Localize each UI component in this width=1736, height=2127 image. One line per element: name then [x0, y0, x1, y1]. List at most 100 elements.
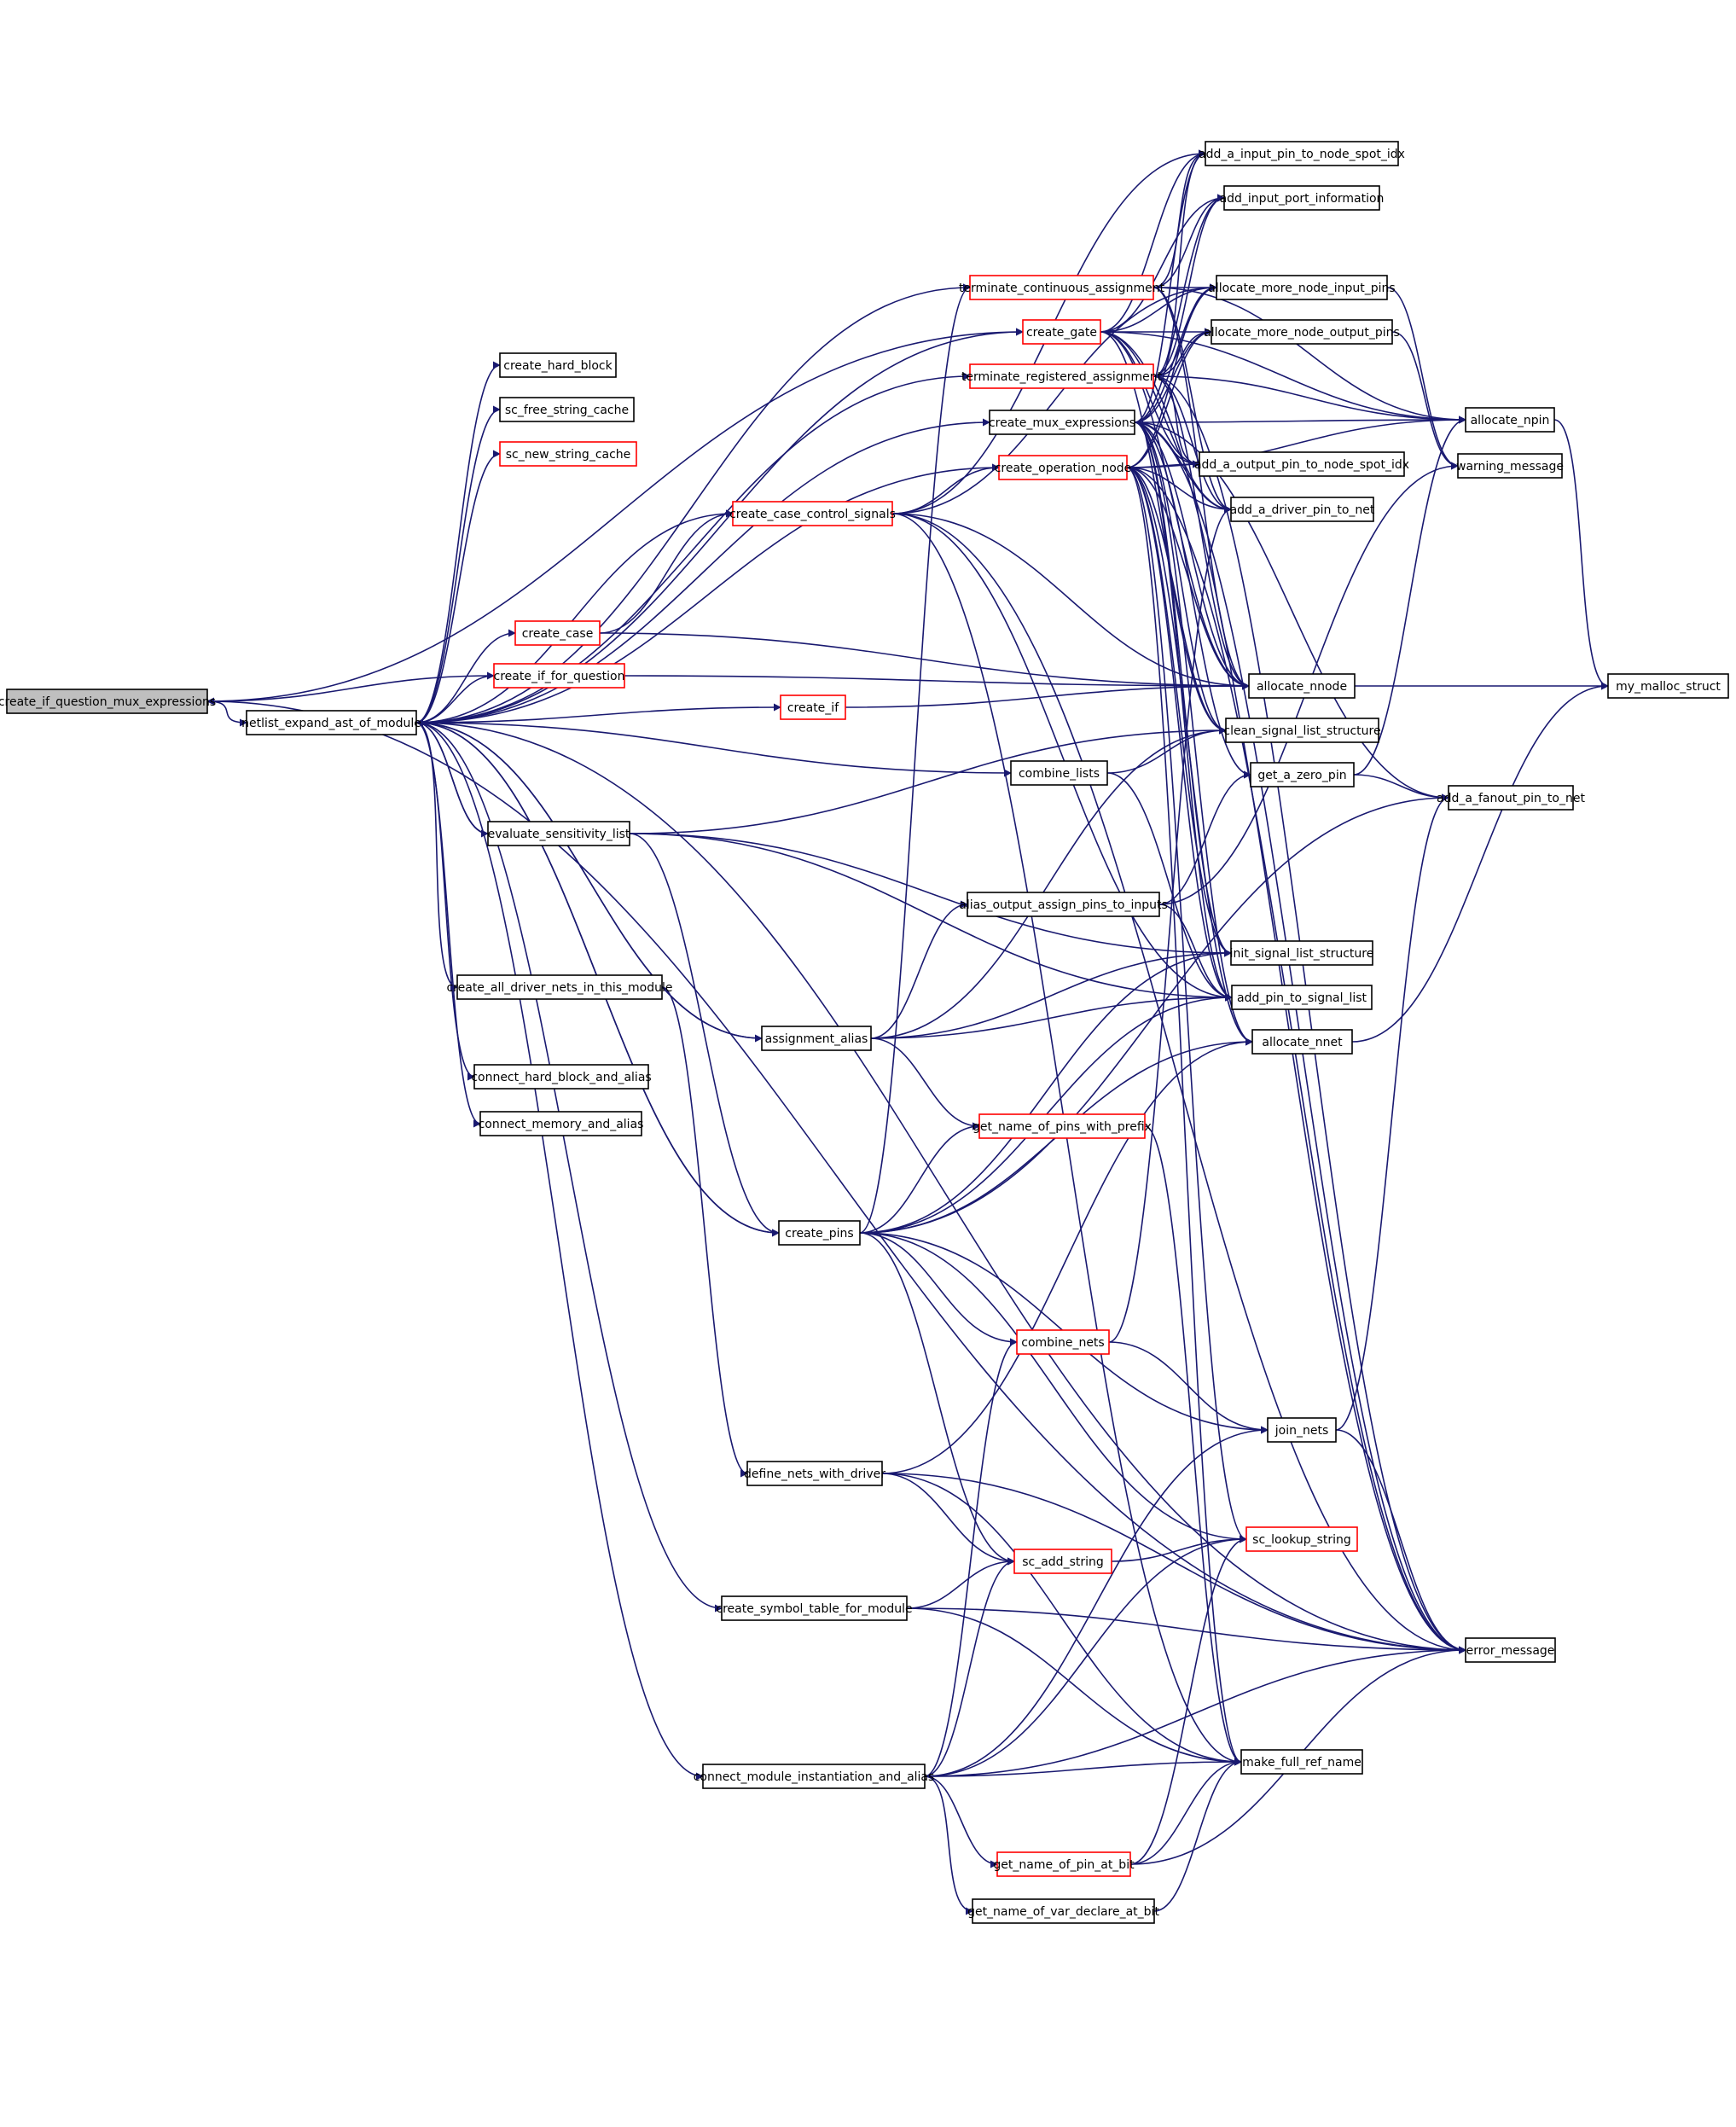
node-box-connect_hard_block_and_alias[interactable]	[473, 1064, 649, 1090]
node-box-sc_free_string_cache[interactable]	[499, 397, 635, 422]
node-box-add_a_output_pin_to_node_spot_idx[interactable]	[1199, 451, 1405, 477]
node-add_a_input_pin_to_node_spot_idx[interactable]: add_a_input_pin_to_node_spot_idx	[1199, 141, 1405, 166]
node-create_all_driver_nets_in_this_module[interactable]: create_all_driver_nets_in_this_module	[446, 974, 673, 1000]
node-box-allocate_nnet[interactable]	[1251, 1029, 1353, 1055]
node-get_a_zero_pin[interactable]: get_a_zero_pin	[1250, 762, 1355, 787]
node-box-create_hard_block[interactable]	[499, 352, 617, 378]
node-box-get_name_of_var_declare_at_bit[interactable]	[972, 1898, 1155, 1924]
node-add_pin_to_signal_list[interactable]: add_pin_to_signal_list	[1231, 985, 1373, 1010]
node-box-combine_lists[interactable]	[1010, 760, 1108, 786]
node-box-terminate_continuous_assignment[interactable]	[969, 275, 1154, 300]
node-connect_hard_block_and_alias[interactable]: connect_hard_block_and_alias	[471, 1064, 652, 1090]
node-box-allocate_more_node_output_pins[interactable]	[1211, 319, 1393, 345]
node-sc_add_string[interactable]: sc_add_string	[1013, 1549, 1112, 1574]
node-create_if[interactable]: create_if	[780, 694, 846, 720]
node-box-create_if_question_mux_expressions[interactable]	[6, 689, 208, 714]
node-box-create_if[interactable]	[780, 694, 846, 720]
node-allocate_nnode[interactable]: allocate_nnode	[1248, 673, 1356, 699]
node-create_if_question_mux_expressions[interactable]: create_if_question_mux_expressions	[0, 689, 216, 714]
node-box-get_name_of_pins_with_prefix[interactable]	[978, 1113, 1146, 1139]
node-box-create_case_control_signals[interactable]	[732, 501, 893, 526]
node-box-sc_lookup_string[interactable]	[1245, 1526, 1358, 1552]
node-box-connect_memory_and_alias[interactable]	[479, 1111, 642, 1136]
node-box-add_input_port_information[interactable]	[1223, 185, 1380, 211]
node-join_nets[interactable]: join_nets	[1267, 1417, 1337, 1443]
node-box-netlist_expand_ast_of_module[interactable]	[246, 710, 417, 735]
node-box-allocate_npin[interactable]	[1465, 407, 1555, 433]
node-box-add_a_driver_pin_to_net[interactable]	[1230, 497, 1374, 522]
node-box-init_signal_list_structure[interactable]	[1230, 940, 1373, 966]
node-my_malloc_struct[interactable]: my_malloc_struct	[1607, 673, 1729, 699]
node-init_signal_list_structure[interactable]: init_signal_list_structure	[1230, 940, 1374, 966]
node-box-error_message[interactable]	[1465, 1637, 1556, 1663]
node-allocate_more_node_input_pins[interactable]: allocate_more_node_input_pins	[1208, 275, 1396, 300]
node-add_a_fanout_pin_to_net[interactable]: add_a_fanout_pin_to_net	[1437, 785, 1585, 811]
node-create_mux_expressions[interactable]: create_mux_expressions	[989, 410, 1135, 435]
node-allocate_npin[interactable]: allocate_npin	[1465, 407, 1555, 433]
node-box-allocate_more_node_input_pins[interactable]	[1216, 275, 1388, 300]
node-box-create_mux_expressions[interactable]	[989, 410, 1135, 435]
node-box-assignment_alias[interactable]	[761, 1026, 872, 1051]
node-connect_memory_and_alias[interactable]: connect_memory_and_alias	[479, 1111, 644, 1136]
node-sc_new_string_cache[interactable]: sc_new_string_cache	[499, 441, 637, 467]
node-sc_free_string_cache[interactable]: sc_free_string_cache	[499, 397, 635, 422]
node-get_name_of_pin_at_bit[interactable]: get_name_of_pin_at_bit	[993, 1851, 1135, 1877]
node-get_name_of_pins_with_prefix[interactable]: get_name_of_pins_with_prefix	[973, 1113, 1152, 1139]
node-terminate_continuous_assignment[interactable]: terminate_continuous_assignment	[959, 275, 1165, 300]
node-add_input_port_information[interactable]: add_input_port_information	[1220, 185, 1385, 211]
node-alias_output_assign_pins_to_inputs[interactable]: alias_output_assign_pins_to_inputs	[959, 892, 1168, 917]
node-error_message[interactable]: error_message	[1465, 1637, 1556, 1663]
node-box-create_operation_node[interactable]	[998, 455, 1128, 480]
node-box-create_all_driver_nets_in_this_module[interactable]	[456, 974, 663, 1000]
node-box-warning_message[interactable]	[1457, 453, 1563, 479]
node-box-add_pin_to_signal_list[interactable]	[1231, 985, 1373, 1010]
node-box-get_name_of_pin_at_bit[interactable]	[996, 1851, 1131, 1877]
node-combine_nets[interactable]: combine_nets	[1016, 1329, 1110, 1355]
node-box-define_nets_with_driver[interactable]	[746, 1461, 883, 1486]
node-box-terminate_registered_assignment[interactable]	[969, 363, 1154, 389]
node-box-create_case[interactable]	[514, 620, 601, 646]
node-evaluate_sensitivity_list[interactable]: evaluate_sensitivity_list	[487, 821, 630, 846]
node-create_case_control_signals[interactable]: create_case_control_signals	[729, 501, 896, 526]
node-box-add_a_fanout_pin_to_net[interactable]	[1448, 785, 1574, 811]
node-box-create_pins[interactable]	[778, 1220, 861, 1246]
node-box-clean_signal_list_structure[interactable]	[1225, 718, 1379, 743]
node-warning_message[interactable]: warning_message	[1456, 453, 1564, 479]
node-make_full_ref_name[interactable]: make_full_ref_name	[1240, 1749, 1363, 1775]
node-box-make_full_ref_name[interactable]	[1240, 1749, 1363, 1775]
node-box-combine_nets[interactable]	[1016, 1329, 1110, 1355]
node-define_nets_with_driver[interactable]: define_nets_with_driver	[744, 1461, 885, 1486]
node-create_operation_node[interactable]: create_operation_node	[995, 455, 1132, 480]
node-connect_module_instantiation_and_alias[interactable]: connect_module_instantiation_and_alias	[694, 1764, 935, 1789]
node-allocate_more_node_output_pins[interactable]: allocate_more_node_output_pins	[1204, 319, 1400, 345]
node-box-sc_new_string_cache[interactable]	[499, 441, 637, 467]
node-box-evaluate_sensitivity_list[interactable]	[487, 821, 630, 846]
node-box-my_malloc_struct[interactable]	[1607, 673, 1729, 699]
node-add_a_output_pin_to_node_spot_idx[interactable]: add_a_output_pin_to_node_spot_idx	[1194, 451, 1409, 477]
node-box-sc_add_string[interactable]	[1013, 1549, 1112, 1574]
node-clean_signal_list_structure[interactable]: clean_signal_list_structure	[1223, 718, 1381, 743]
node-box-create_gate[interactable]	[1022, 319, 1101, 345]
node-box-connect_module_instantiation_and_alias[interactable]	[702, 1764, 926, 1789]
node-box-create_if_for_question[interactable]	[493, 663, 625, 689]
node-create_pins[interactable]: create_pins	[778, 1220, 861, 1246]
node-create_gate[interactable]: create_gate	[1022, 319, 1101, 345]
node-create_case[interactable]: create_case	[514, 620, 601, 646]
node-allocate_nnet[interactable]: allocate_nnet	[1251, 1029, 1353, 1055]
node-get_name_of_var_declare_at_bit[interactable]: get_name_of_var_declare_at_bit	[967, 1898, 1159, 1924]
node-box-add_a_input_pin_to_node_spot_idx[interactable]	[1205, 141, 1399, 166]
node-netlist_expand_ast_of_module[interactable]: netlist_expand_ast_of_module	[241, 710, 421, 735]
node-sc_lookup_string[interactable]: sc_lookup_string	[1245, 1526, 1358, 1552]
node-box-join_nets[interactable]	[1267, 1417, 1337, 1443]
node-terminate_registered_assignment[interactable]: terminate_registered_assignment	[961, 363, 1163, 389]
node-box-alias_output_assign_pins_to_inputs[interactable]	[967, 892, 1160, 917]
node-box-create_symbol_table_for_module[interactable]	[721, 1595, 908, 1621]
node-box-get_a_zero_pin[interactable]	[1250, 762, 1355, 787]
node-add_a_driver_pin_to_net[interactable]: add_a_driver_pin_to_net	[1230, 497, 1375, 522]
node-assignment_alias[interactable]: assignment_alias	[761, 1026, 872, 1051]
node-combine_lists[interactable]: combine_lists	[1010, 760, 1108, 786]
node-create_if_for_question[interactable]: create_if_for_question	[493, 663, 625, 689]
node-create_symbol_table_for_module[interactable]: create_symbol_table_for_module	[716, 1595, 913, 1621]
node-create_hard_block[interactable]: create_hard_block	[499, 352, 617, 378]
node-box-allocate_nnode[interactable]	[1248, 673, 1356, 699]
